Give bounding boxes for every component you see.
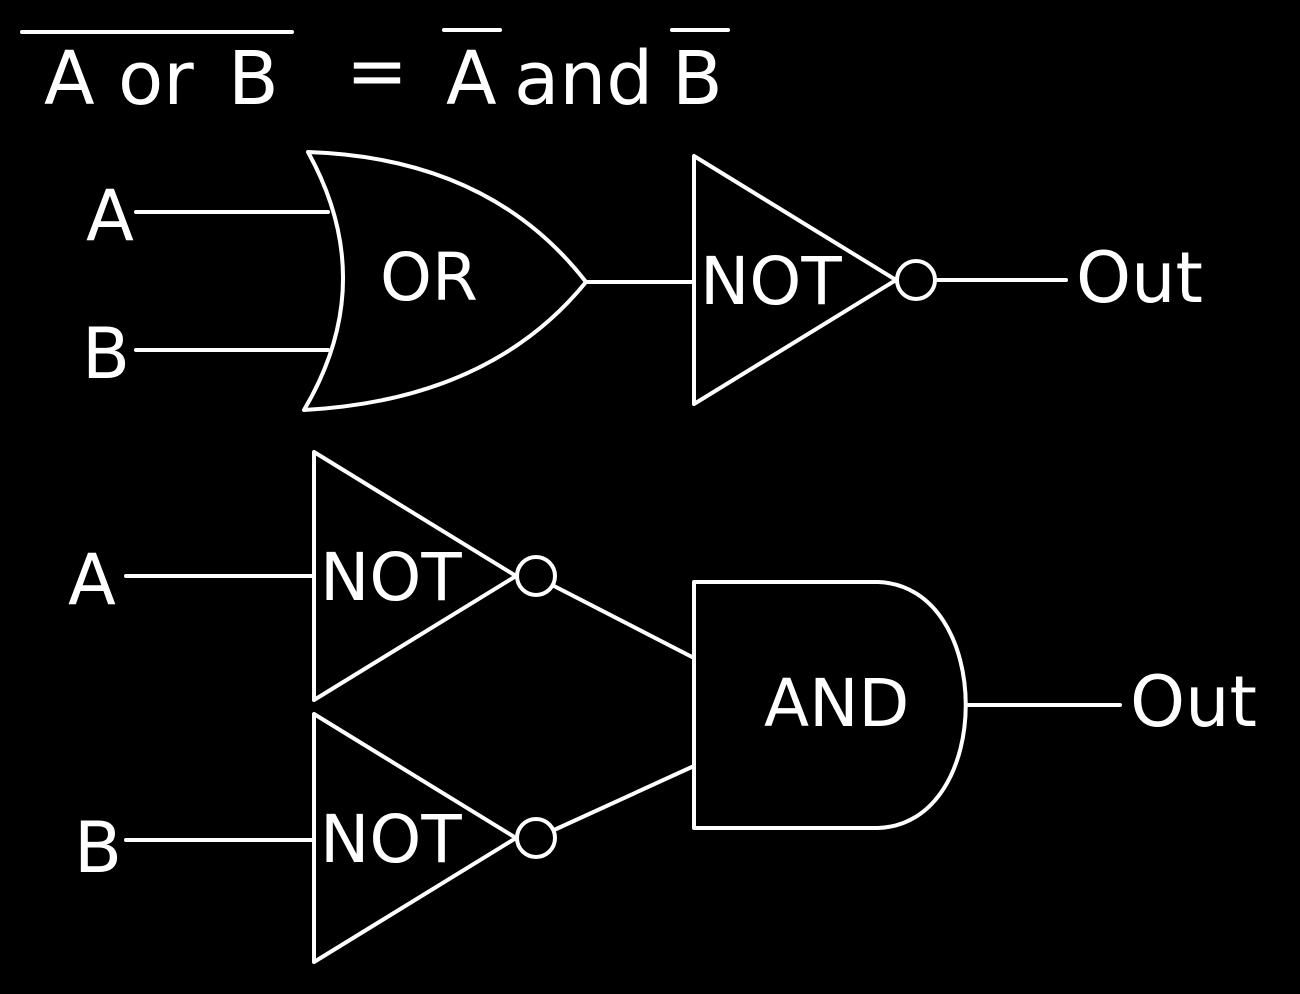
- top-not-gate: [692, 154, 898, 406]
- equation: A or B = A and B: [20, 28, 730, 122]
- equation-lhs-a: A: [44, 36, 95, 122]
- bottom-not-a-bubble: [515, 555, 557, 597]
- bottom-input-b-label: B: [74, 807, 122, 889]
- top-not-bubble: [895, 259, 937, 301]
- or-gate: [302, 150, 588, 412]
- top-circuit: A B OR NOT Out: [82, 150, 1203, 412]
- bottom-wire-nota-and: [552, 584, 696, 660]
- equation-equals: =: [346, 28, 408, 114]
- equation-lhs-b: B: [228, 36, 279, 122]
- top-not-gate-label: NOT: [700, 243, 842, 320]
- bottom-output-label: Out: [1130, 661, 1257, 743]
- equation-rhs-b: B: [672, 36, 723, 122]
- and-gate-label: AND: [764, 665, 909, 742]
- bottom-not-gate-a-label: NOT: [320, 539, 462, 616]
- top-input-b-label: B: [82, 313, 130, 395]
- and-gate: [692, 580, 968, 830]
- or-gate-label: OR: [380, 239, 478, 316]
- top-output-label: Out: [1076, 237, 1203, 319]
- bottom-not-gate-b: [312, 712, 518, 964]
- bottom-not-gate-a: [312, 450, 518, 702]
- bottom-not-gate-b-label: NOT: [320, 801, 462, 878]
- equation-rhs-a: A: [446, 36, 497, 122]
- bottom-input-a-label: A: [68, 539, 116, 621]
- bottom-circuit: A B NOT NOT AND Out: [68, 450, 1257, 964]
- equation-rhs-op: and: [514, 36, 653, 122]
- top-input-a-label: A: [86, 175, 134, 257]
- bottom-wire-notb-and: [552, 764, 696, 832]
- bottom-not-b-bubble: [515, 817, 557, 859]
- equation-lhs-op: or: [118, 36, 194, 122]
